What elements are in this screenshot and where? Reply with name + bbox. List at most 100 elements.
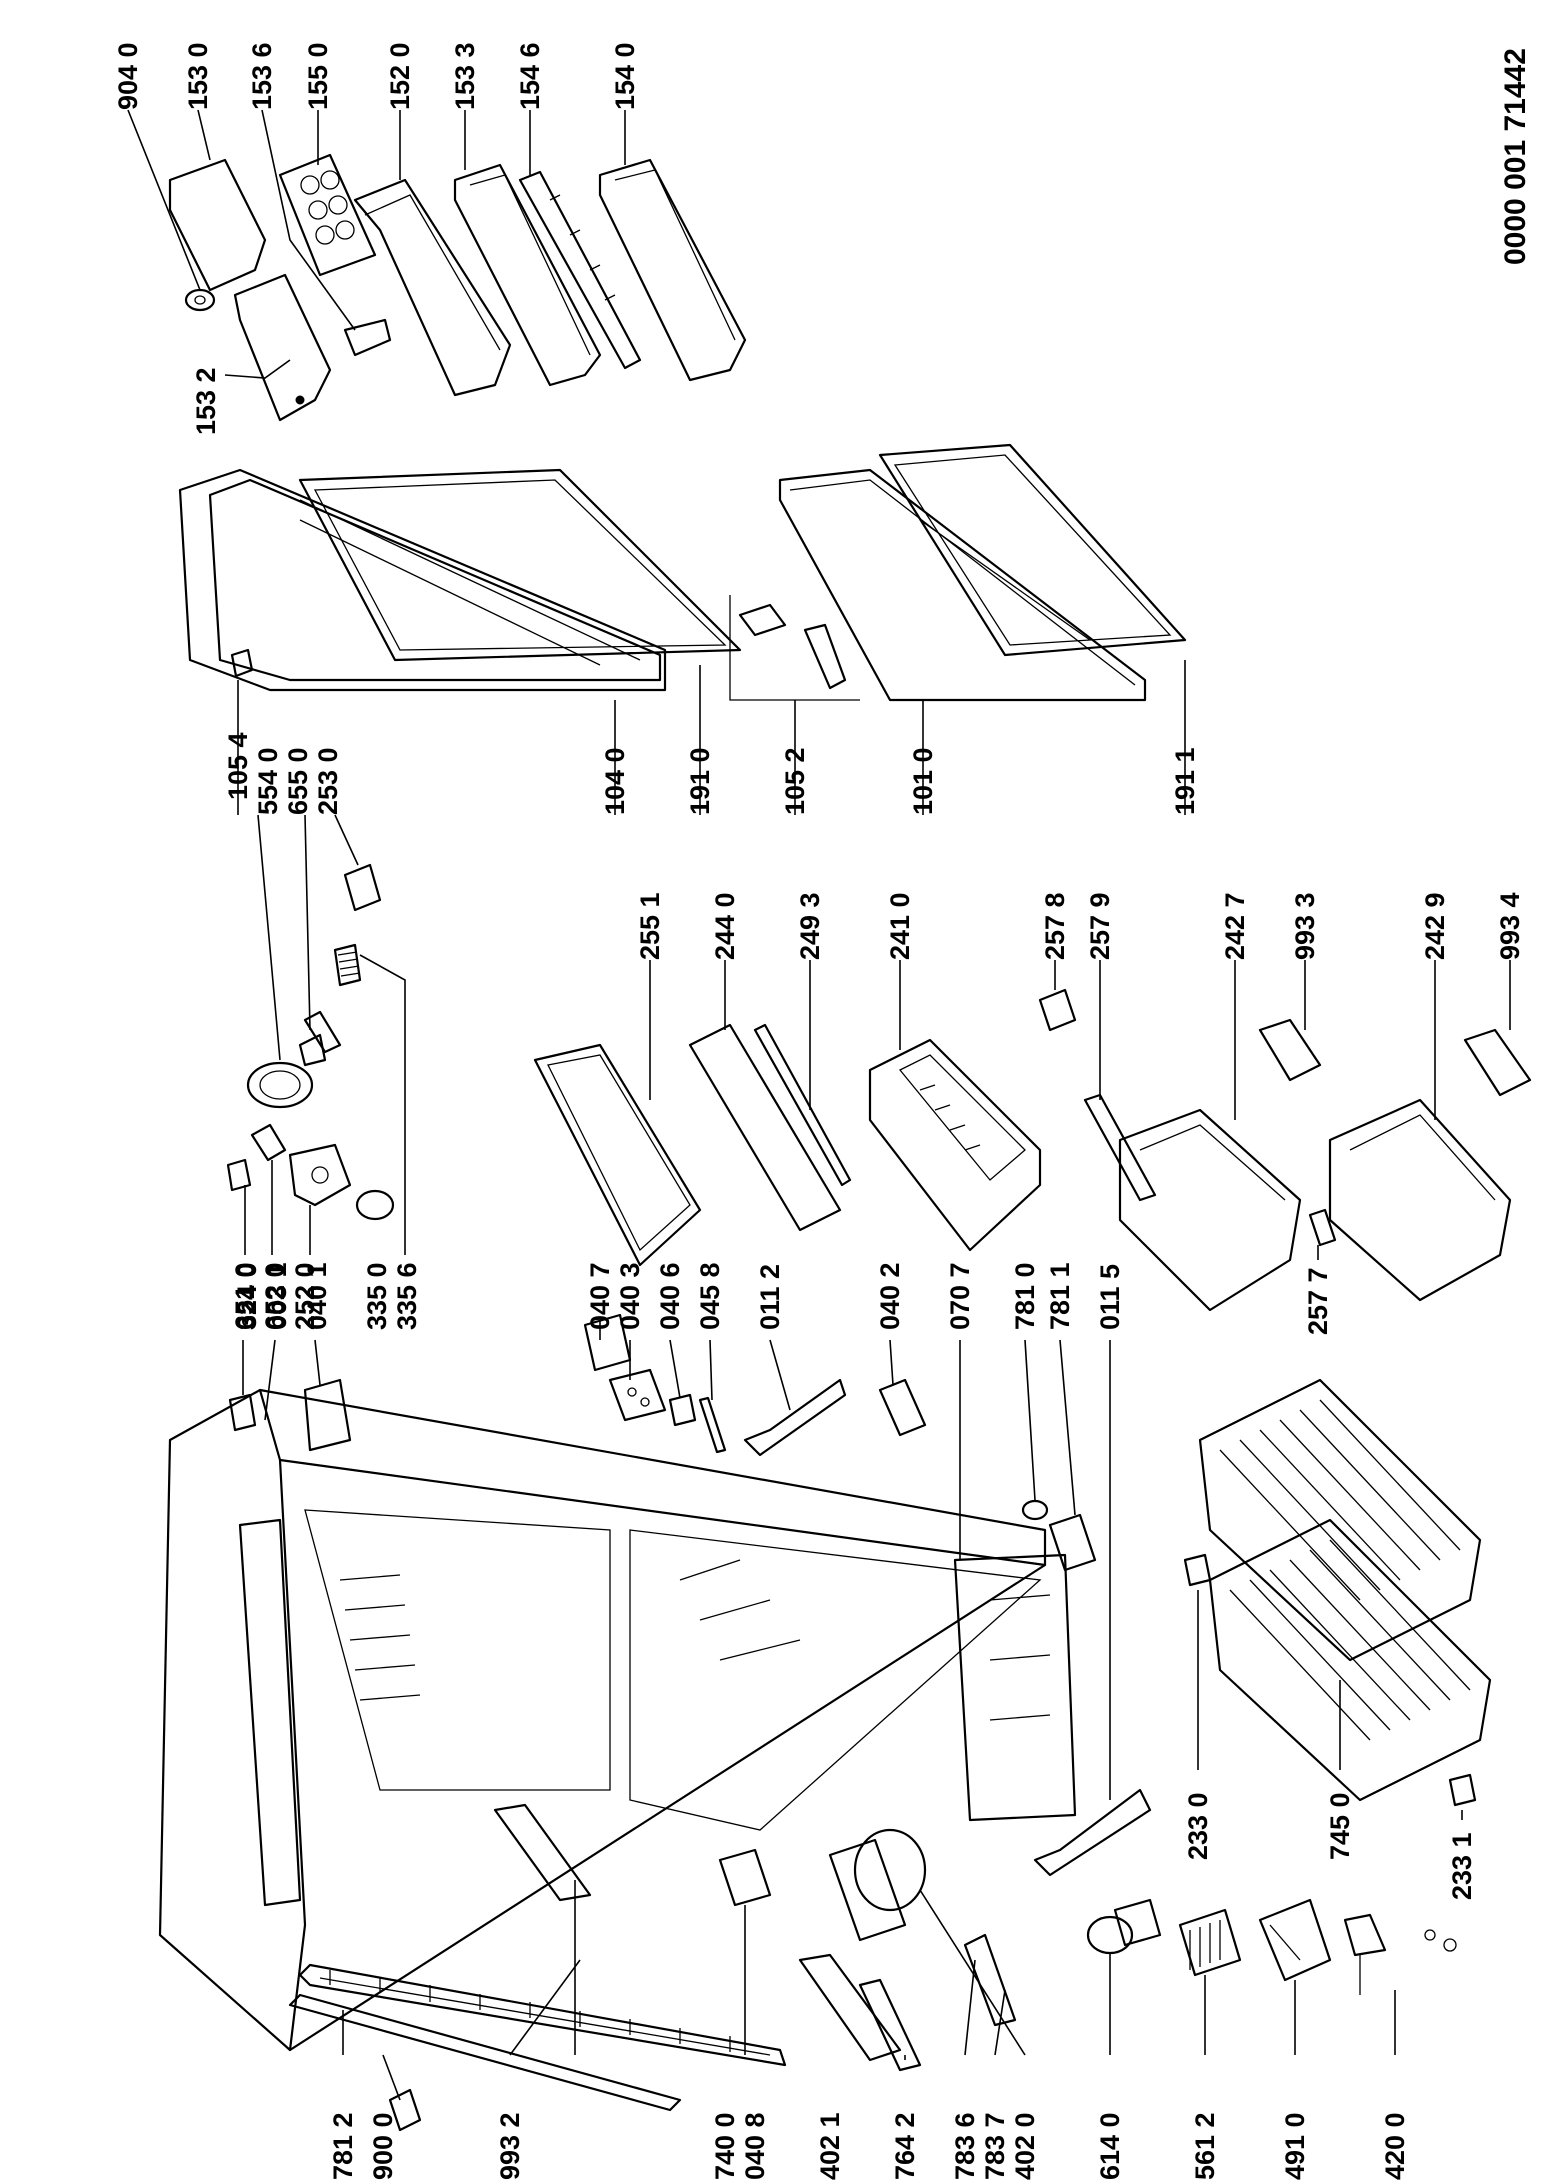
door-shelf-153-3: [453, 163, 602, 387]
hinge-105-4: [230, 648, 254, 678]
label-154-0: 154 0: [610, 42, 640, 110]
compressor-402-0: [853, 1828, 927, 1912]
label-324-0: 324 0: [232, 1262, 262, 1330]
rod-781-2: [288, 1993, 682, 2112]
label-561-2: 561 2: [1190, 2112, 1220, 2180]
bottom-cover-070-7: [953, 1553, 1077, 1822]
cover-993-3: [1258, 1018, 1322, 1082]
label-745-0: 745 0: [1325, 1792, 1355, 1860]
egg-tray-155-0: [278, 153, 377, 277]
label-101-0: 101 0: [908, 747, 938, 815]
cabinet-group: 324 0 003 1 040 1 781 2 900 0 993 2 740 …: [158, 1262, 1077, 2180]
rail-011-5: [1033, 1788, 1152, 1877]
label-993-4: 993 4: [1495, 892, 1525, 960]
label-993-2: 993 2: [495, 2112, 525, 2180]
door-shelf-154-0: [598, 158, 747, 382]
label-104-0: 104 0: [600, 747, 630, 815]
label-233-1: 233 1: [1447, 1832, 1477, 1900]
label-040-3: 040 3: [615, 1262, 645, 1330]
rail-011-2: [743, 1378, 847, 1457]
part-781-1: [1048, 1513, 1097, 1572]
cover-153-2: [233, 273, 332, 422]
label-070-7: 070 7: [945, 1262, 975, 1330]
doors-group: 105 4 104 0 191 0 105 2 101 0 191 1: [178, 443, 1200, 815]
label-242-9: 242 9: [1420, 892, 1450, 960]
bottle-bar-154-6: [518, 170, 642, 370]
glass-244-0: [688, 1023, 842, 1232]
part-491-0: [1258, 1898, 1332, 1982]
label-191-1: 191 1: [1170, 747, 1200, 815]
label-040-6: 040 6: [655, 1262, 685, 1330]
relay-402-1: [828, 1838, 907, 1942]
condenser-740-0: [298, 1963, 787, 2067]
bracket-040-8: [718, 1848, 772, 1907]
label-614-0: 614 0: [1095, 2112, 1125, 2180]
ring-554-0: [246, 1061, 314, 1109]
part-993-2: [493, 1803, 592, 1902]
label-253-0: 253 0: [313, 747, 343, 815]
part-324-0: [228, 1393, 257, 1432]
label-105-2: 105 2: [780, 747, 810, 815]
hinge-040-2: [878, 1378, 927, 1437]
gasket-191-1: [878, 443, 1187, 657]
part-655-0: [298, 1033, 327, 1067]
label-781-2: 781 2: [328, 2112, 358, 2180]
shelf-255-1: [533, 1043, 702, 1267]
label-257-7: 257 7: [1303, 1267, 1333, 1335]
cover-993-4: [1463, 1028, 1532, 1097]
label-781-0: 781 0: [1010, 1262, 1040, 1330]
label-241-0: 241 0: [885, 892, 915, 960]
label-003-1: 003 1: [262, 1262, 292, 1330]
cabinet-body: [158, 1388, 1047, 2052]
document-code: 0000 001 71442: [1499, 48, 1532, 265]
bracket-153-6: [343, 318, 392, 357]
label-904-0: 904 0: [113, 42, 143, 110]
label-105-4: 105 4: [223, 732, 253, 800]
shelves-group: 255 1 244 0 249 3 241 0 257 8 257 9 242 …: [533, 892, 1532, 1335]
strip-249-3: [753, 1023, 852, 1187]
support-233-0: [1183, 1553, 1212, 1587]
part-652-0: [250, 1123, 287, 1162]
label-154-6: 154 6: [515, 42, 545, 110]
label-152-0: 152 0: [385, 42, 415, 110]
rack-745-0-upper: [1198, 1378, 1482, 1662]
label-491-0: 491 0: [1280, 2112, 1310, 2180]
label-191-0: 191 0: [685, 747, 715, 815]
label-155-0: 155 0: [303, 42, 333, 110]
pin-045-8: [698, 1396, 727, 1454]
label-335-0: 335 0: [362, 1262, 392, 1330]
drawer-241-0: [868, 1038, 1042, 1252]
front-trim-003-1: [238, 1518, 302, 1907]
housing-252-0: [288, 1143, 352, 1207]
label-764-2: 764 2: [890, 2112, 920, 2180]
washer-904-0: [184, 288, 216, 312]
label-244-0: 244 0: [710, 892, 740, 960]
part-420-0: [1343, 1913, 1387, 1957]
wire-racks-group: 233 0 745 0 233 1: [1183, 1378, 1492, 1900]
label-554-0: 554 0: [253, 747, 283, 815]
label-153-6: 153 6: [247, 42, 277, 110]
part-614-0: [1086, 1915, 1134, 1955]
label-040-2: 040 2: [875, 1262, 905, 1330]
label-783-7: 783 7: [980, 2112, 1010, 2180]
cable-783-6: [963, 1933, 1017, 2027]
label-011-2: 011 2: [755, 1264, 785, 1330]
electrical-group: 614 0 561 2 491 0 420 0: [1086, 1898, 1457, 2180]
hinge-plate-105-2: [738, 603, 787, 637]
label-781-1: 781 1: [1045, 1262, 1075, 1330]
label-040-7: 040 7: [585, 1262, 615, 1330]
label-402-1: 402 1: [815, 2112, 845, 2180]
label-242-7: 242 7: [1220, 892, 1250, 960]
support-233-1: [1448, 1773, 1477, 1807]
lamp-cover-253-0: [343, 863, 382, 912]
clip-900-0: [388, 2088, 422, 2132]
label-652-0: 652 0: [260, 1262, 290, 1330]
door-shelves-group: 904 0 153 0 153 6 155 0 152 0 153 3 154 …: [113, 42, 747, 435]
label-011-5: 011 5: [1095, 1264, 1125, 1330]
label-655-0: 655 0: [283, 747, 313, 815]
label-255-1: 255 1: [635, 892, 665, 960]
label-420-0: 420 0: [1380, 2112, 1410, 2180]
spring-335-6: [333, 943, 362, 987]
